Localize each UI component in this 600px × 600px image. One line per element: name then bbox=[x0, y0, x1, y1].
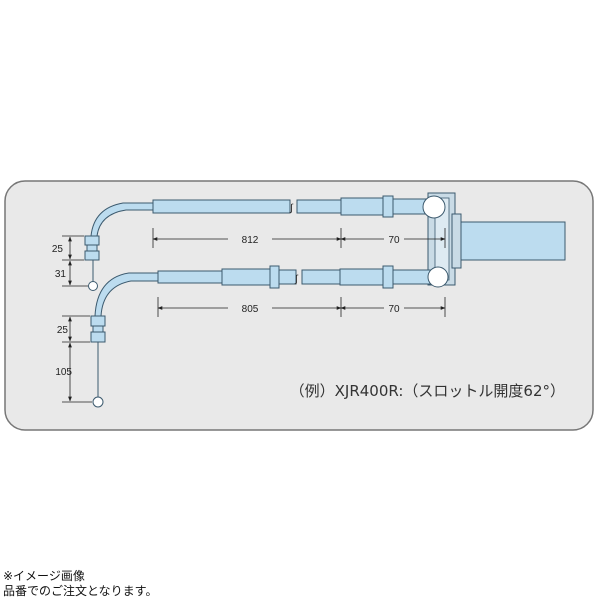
handlebar-grip bbox=[460, 221, 566, 261]
lower-cable-length-label: 805 bbox=[242, 304, 259, 315]
upper-cable-end-length-label: 70 bbox=[388, 235, 400, 246]
upper-end-nut-label: 25 bbox=[52, 244, 64, 255]
image-note: ※イメージ画像 bbox=[3, 569, 85, 583]
upper-cable-length-label: 812 bbox=[242, 235, 259, 246]
upper-cable-break-mark: ∫ bbox=[289, 203, 294, 214]
lower-end-fitting bbox=[90, 315, 106, 408]
lower-end-drop-label: 105 bbox=[55, 367, 72, 378]
upper-end-fitting bbox=[84, 235, 100, 291]
lower-end-nut-label: 25 bbox=[57, 325, 69, 336]
order-note: 品番でのご注文となります。 bbox=[3, 584, 158, 598]
upper-cable bbox=[90, 195, 446, 237]
upper-end-drop-label: 31 bbox=[55, 269, 67, 280]
lower-cable bbox=[94, 265, 449, 317]
lower-cable-break-mark: ∫ bbox=[294, 274, 299, 285]
lower-cable-end-length-label: 70 bbox=[388, 304, 400, 315]
diagram-caption: （例）XJR400R:（スロットル開度62°） bbox=[290, 382, 565, 400]
